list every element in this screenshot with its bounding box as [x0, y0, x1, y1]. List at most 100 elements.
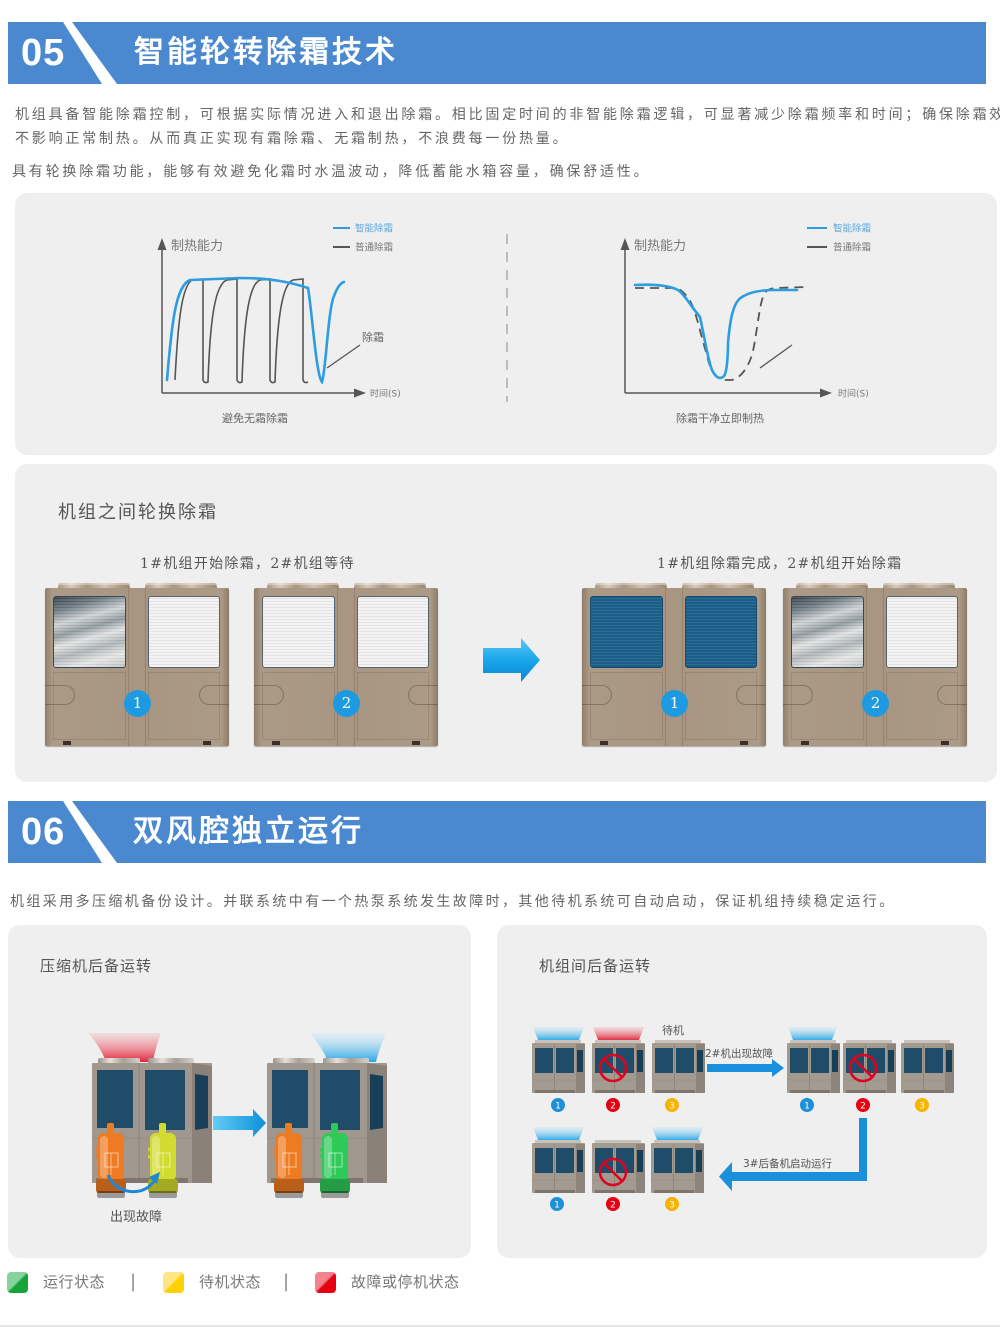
- compressor-backup-panel: [8, 925, 471, 1258]
- x-axis-label: 时间(S): [838, 388, 869, 400]
- unit-body: [45, 588, 229, 746]
- foot: [801, 741, 809, 745]
- hot-air-plume: [593, 1027, 644, 1040]
- x-axis-arrow-icon: [354, 388, 366, 398]
- step-arrow-icon: [707, 1059, 784, 1077]
- fault-step-label: 2#机出现故障: [705, 1047, 773, 1060]
- y-axis-label: 制热能力: [634, 239, 686, 254]
- intro-line: 机组采用多压缩机备份设计。并联系统中有一个热泵系统发生故障时，其他待机系统可自动…: [10, 894, 896, 910]
- fault-label: 出现故障: [110, 1210, 162, 1225]
- handle: [937, 685, 967, 705]
- unit-badge-3: 3: [915, 1098, 929, 1112]
- heat-pump-unit: 1: [582, 583, 766, 746]
- unit-badge-3: 3: [665, 1197, 679, 1211]
- foot: [412, 741, 420, 745]
- unit-badge-2: 2: [606, 1098, 620, 1112]
- x-axis-label: 时间(S): [370, 388, 401, 400]
- foot: [272, 741, 280, 745]
- standby-status-swatch: [163, 1272, 184, 1293]
- foot: [203, 741, 211, 745]
- legend-label-normal: 普通除霜: [833, 242, 871, 254]
- annotation-pointer: [759, 344, 793, 369]
- x-axis-arrow-icon: [820, 388, 832, 398]
- y-axis-label: 制热能力: [171, 239, 223, 254]
- cold-air-plume: [788, 1027, 837, 1040]
- door-panel: [148, 672, 220, 740]
- switch-arrow-head-icon: [149, 1172, 160, 1184]
- panel-title: 压缩机后备运转: [40, 957, 153, 975]
- fault-status-swatch: [315, 1272, 336, 1293]
- prohibited-icon: [598, 1157, 628, 1187]
- intro-line: 具有轮换除霜功能，能够有效避免化霜时水温波动，降低蓄能水箱容量，确保舒适性。: [12, 164, 651, 180]
- unit-number: 1: [804, 1102, 810, 1112]
- header-slash-divider: [63, 801, 117, 863]
- handle: [783, 685, 813, 705]
- heat-pump-unit: [901, 1040, 954, 1093]
- y-axis-arrow-icon: [620, 238, 630, 250]
- foot: [740, 741, 748, 745]
- section-number: 05: [21, 32, 66, 74]
- prohibited-icon: [848, 1053, 878, 1083]
- coil: [262, 596, 335, 668]
- chart-caption: 除霜干净立即制热: [676, 411, 764, 425]
- legend-label-normal: 普通除霜: [355, 242, 393, 254]
- panel-title: 机组间后备运转: [539, 957, 652, 975]
- legend-separator: |: [283, 1271, 290, 1292]
- legend-label-smart: 智能除霜: [833, 223, 871, 235]
- unit-number-badge: 1: [661, 690, 688, 717]
- door-panel: [590, 672, 663, 740]
- handle: [582, 685, 612, 705]
- cold-air-plume: [533, 1127, 584, 1140]
- unit-number: 3: [919, 1102, 925, 1112]
- heat-pump-unit: 2: [783, 583, 967, 746]
- unit-badge-2: 2: [856, 1098, 870, 1112]
- door-panel: [791, 672, 864, 740]
- smart-defrost-curve: [165, 276, 346, 385]
- section-header-05: 05 智能轮转除霜技术: [8, 22, 986, 84]
- heat-pump-unit: [651, 1140, 704, 1193]
- door-panel: [685, 672, 757, 740]
- cold-air-plume: [652, 1127, 703, 1140]
- unit-column: [665, 588, 683, 746]
- handle: [408, 685, 438, 705]
- unit-column: [128, 588, 146, 746]
- foot: [600, 741, 608, 745]
- unit-body: [254, 588, 438, 746]
- frosted-coil: [791, 596, 864, 668]
- foot: [941, 741, 949, 745]
- chart-avoid-frostless-defrost: 制热能力 时间(S) 智能除霜 普通除霜 除霜 避免无霜除霜: [157, 223, 401, 425]
- page-bottom-rule: [0, 1325, 1000, 1327]
- unit-body: [582, 588, 766, 746]
- next-step-arrow-icon: [483, 638, 540, 682]
- chart-clean-defrost-instant-heat: 制热能力 时间(S) 智能除霜 普通除霜 除霜干净立即制热: [620, 223, 871, 425]
- step-caption: 1#机组除霜完成，2#机组开始除霜: [657, 556, 903, 572]
- unit-number: 3: [669, 1201, 675, 1211]
- coil: [357, 596, 429, 668]
- compressor-backup-illustration: 出现故障: [88, 1033, 471, 1225]
- header-slash-divider: [63, 22, 117, 84]
- unit-number: 1: [555, 1102, 561, 1112]
- section-header-06: 06 双风腔独立运行: [8, 801, 986, 863]
- door-panel: [357, 672, 429, 740]
- annotation-defrost: 除霜: [362, 330, 384, 344]
- cold-air-plume: [310, 1033, 386, 1062]
- legend-separator: |: [130, 1271, 137, 1292]
- handle: [199, 685, 229, 705]
- unit-body: [783, 588, 967, 746]
- legend-label-running: 运行状态: [43, 1273, 106, 1291]
- unit-column: [866, 588, 884, 746]
- unit-badge-1: 1: [800, 1098, 814, 1112]
- unit-badge-2: 2: [606, 1197, 620, 1211]
- legend-label-smart: 智能除霜: [355, 223, 393, 235]
- frosted-coil: [53, 596, 126, 668]
- hot-air-plume: [88, 1033, 161, 1062]
- coil: [148, 596, 220, 668]
- unit-number: 1: [554, 1201, 560, 1211]
- step-caption: 1#机组开始除霜，2#机组等待: [140, 556, 355, 572]
- unit-number-badge: 2: [333, 690, 360, 717]
- unit-badge-3: 3: [665, 1098, 679, 1112]
- door-panel: [886, 672, 958, 740]
- handle: [45, 685, 75, 705]
- panel-title: 机组之间轮换除霜: [58, 502, 218, 523]
- coil: [886, 596, 958, 668]
